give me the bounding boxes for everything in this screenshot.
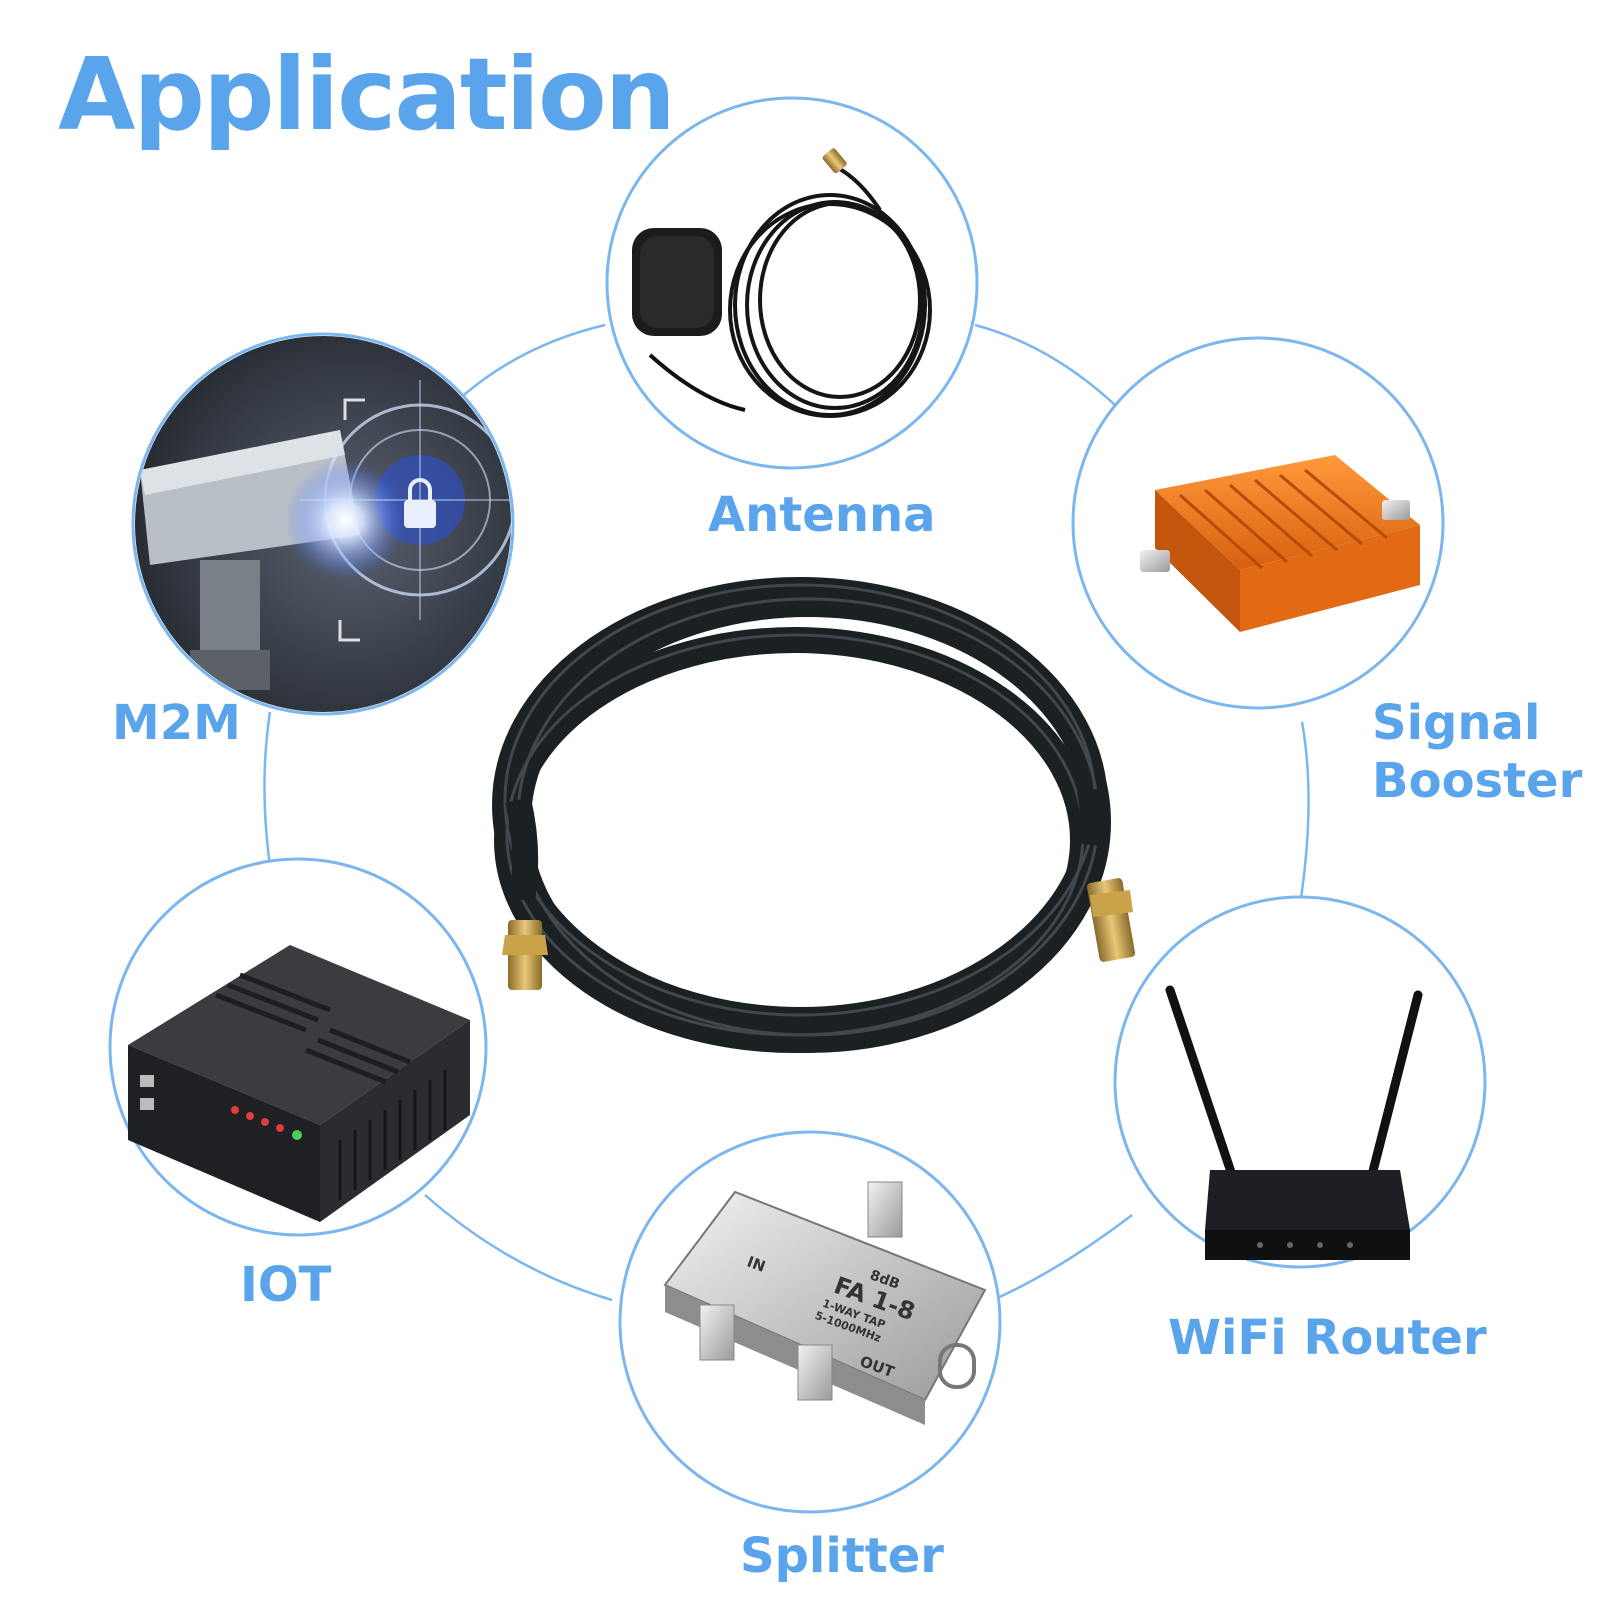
signal-booster-label-line2: Booster	[1372, 752, 1583, 809]
network-device-icon	[128, 945, 470, 1222]
application-label-wifi-router: WiFi Router	[1168, 1310, 1487, 1366]
application-label-iot: IOT	[240, 1257, 332, 1313]
application-label-splitter: Splitter	[740, 1528, 944, 1584]
wifi-router-circle	[1113, 895, 1487, 1269]
page-title: Application	[58, 36, 676, 153]
application-label-antenna: Antenna	[708, 487, 936, 543]
connector-lines	[263, 323, 1310, 1302]
coax-splitter-icon: 8dB FA 1-8 1-WAY TAP 5-1000MHz IN OUT	[663, 1181, 987, 1425]
antenna-circle	[605, 96, 979, 470]
application-label-m2m: M2M	[112, 695, 241, 751]
gps-antenna-icon	[632, 148, 932, 418]
coaxial-cable-coil-icon	[492, 577, 1136, 1053]
security-camera-icon	[135, 336, 511, 712]
splitter-marking-in: IN	[745, 1253, 768, 1276]
signal-booster-circle	[1071, 336, 1445, 710]
signal-booster-icon	[1140, 455, 1420, 632]
splitter-circle: 8dB FA 1-8 1-WAY TAP 5-1000MHz IN OUT	[618, 1130, 1002, 1514]
iot-circle	[108, 857, 488, 1237]
wifi-router-icon	[1165, 985, 1423, 1260]
application-label-signal-booster: Signal Booster	[1372, 695, 1582, 810]
m2m-circle	[131, 332, 515, 716]
signal-booster-label-line1: Signal	[1372, 695, 1541, 751]
